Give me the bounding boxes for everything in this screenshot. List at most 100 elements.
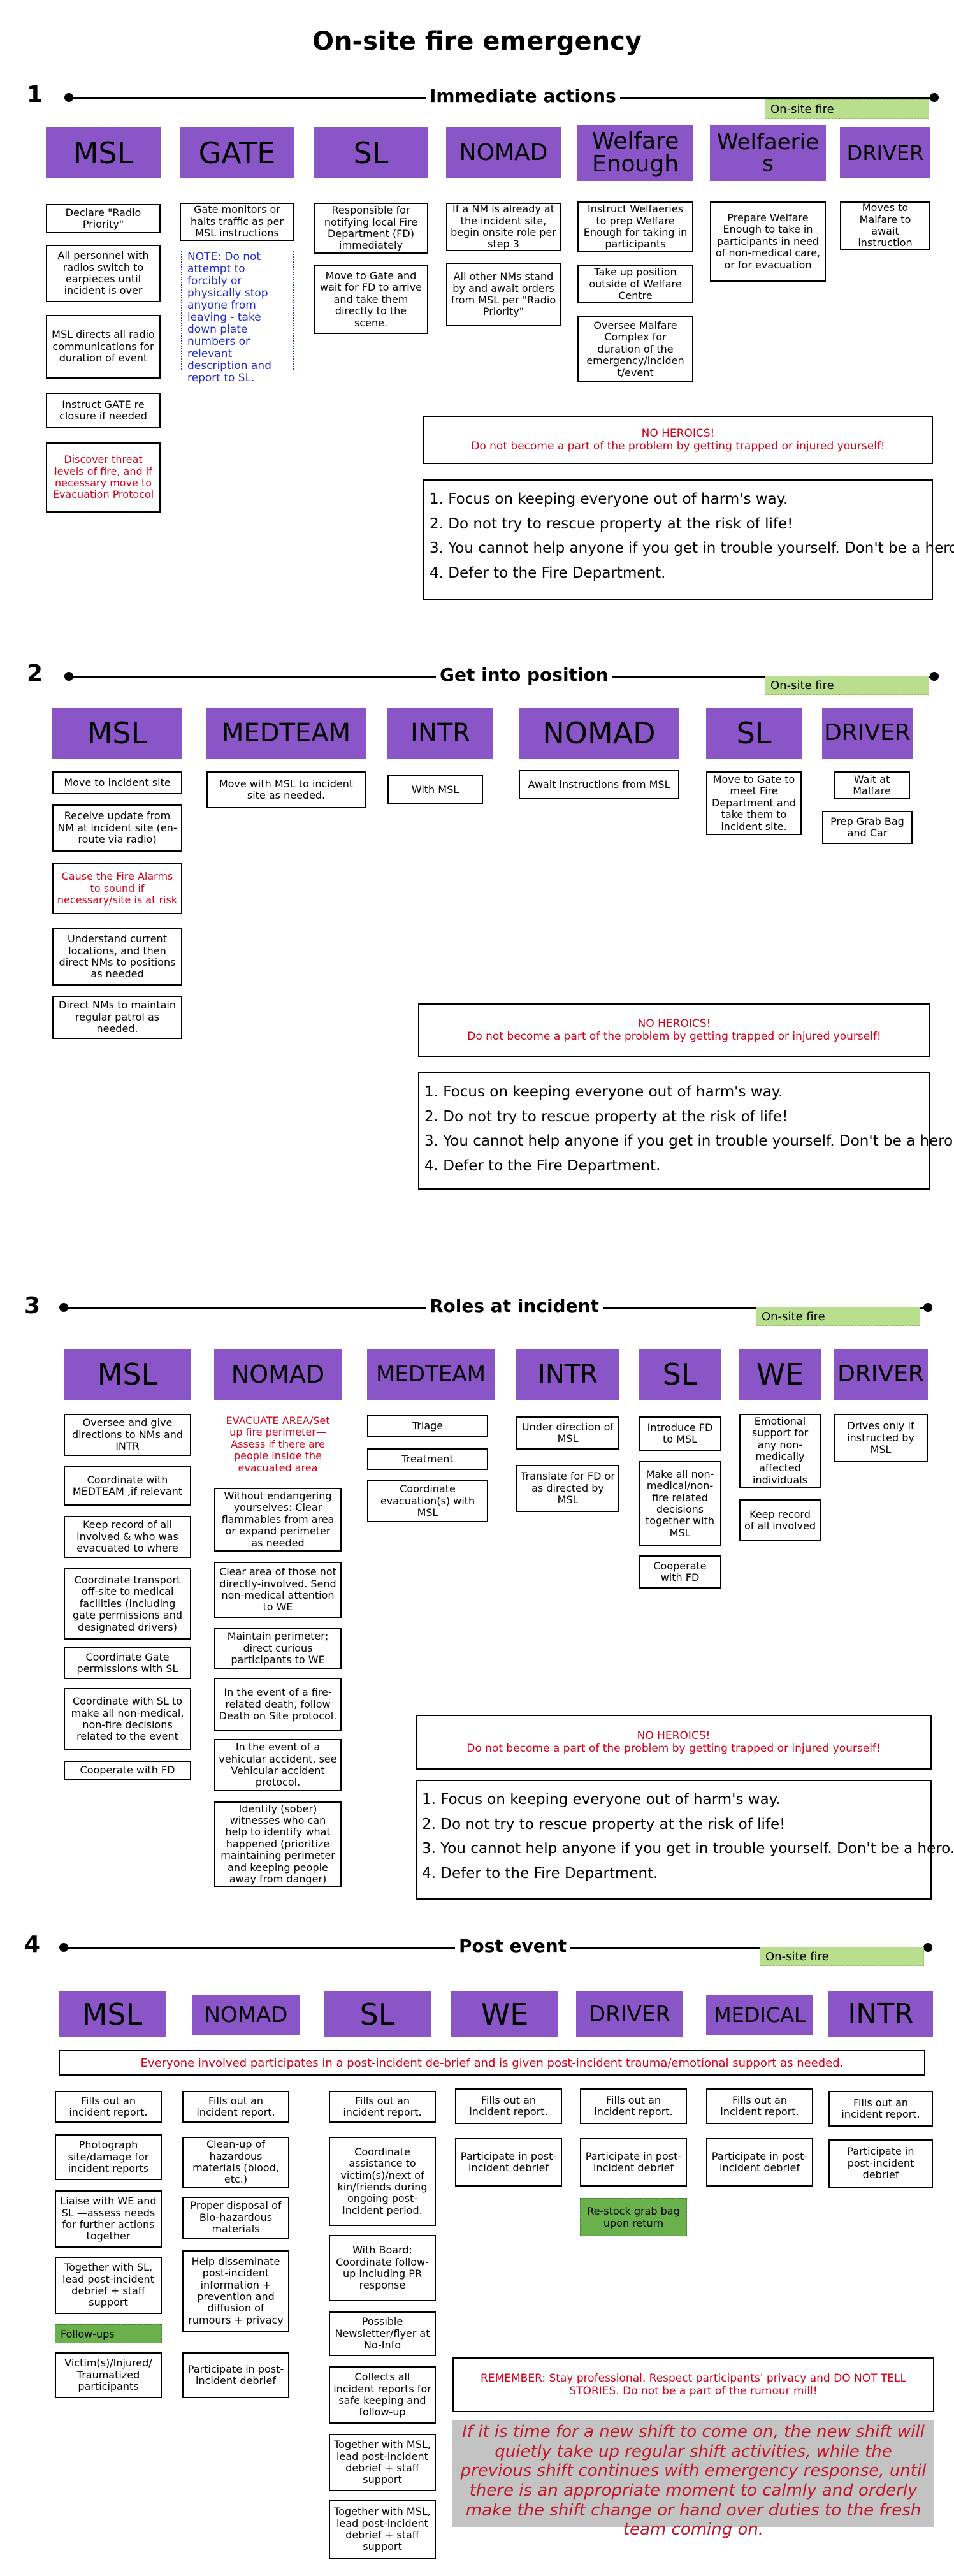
task-box: Coordinate with SL to make all non-medic… [64, 1688, 191, 1750]
role-header-driver: DRIVER [822, 708, 913, 759]
role-header-we: WE [739, 1349, 821, 1400]
task-box: Direct NMs to maintain regular patrol as… [52, 996, 182, 1039]
task-box: Liaise with WE and SL —assess needs for … [55, 2190, 162, 2248]
role-header-gate: GATE [180, 127, 294, 178]
role-header-medteam: MEDTEAM [206, 708, 366, 759]
warning-title: NO HEROICS! [637, 1017, 711, 1030]
task-box: Coordinate with MEDTEAM ,if relevant [64, 1466, 191, 1506]
rule-item: 3. You cannot help anyone if you get in … [422, 1840, 954, 1858]
role-header-msl: MSL [64, 1349, 191, 1400]
divider-start-dot [64, 672, 73, 681]
follow-ups-label: Follow-ups [55, 2324, 162, 2343]
task-box: All other NMs stand by and await orders … [446, 263, 561, 326]
task-box: MSL directs all radio communications for… [46, 315, 161, 379]
task-box: In the event of a vehicular accident, se… [214, 1739, 342, 1791]
task-box: Prep Grab Bag and Car [822, 811, 913, 844]
task-box: Possible Newsletter/flyer at No-Info [329, 2311, 436, 2356]
task-box: Oversee Malfare Complex for duration of … [577, 316, 693, 382]
task-box: Cooperate with FD [64, 1761, 191, 1780]
task-box: Move to incident site [52, 771, 182, 794]
task-box: Instruct GATE re closure if needed [46, 393, 161, 428]
task-box: All personnel with radios switch to earp… [46, 245, 161, 302]
task-box: Without endangering yourselves: Clear fl… [214, 1488, 342, 1552]
rule-item: 2. Do not try to rescue property at the … [430, 515, 793, 532]
task-box: Emotional support for any non-medically … [739, 1414, 821, 1488]
rule-item: 4. Defer to the Fire Department. [422, 1865, 658, 1882]
rule-item: 3. You cannot help anyone if you get in … [430, 540, 954, 557]
safety-rules-list: 1. Focus on keeping everyone out of harm… [416, 1780, 954, 1900]
role-header-intr: INTR [387, 708, 493, 759]
task-box: Help disseminate post-incident informati… [182, 2250, 289, 2332]
task-box: Identify (sober) witnesses who can help … [214, 1801, 342, 1887]
role-header-sl: SL [639, 1349, 721, 1400]
task-box: Move with MSL to incident site as needed… [206, 771, 366, 808]
role-header-driver: DRIVER [840, 127, 930, 178]
task-box: Declare "Radio Priority" [46, 204, 161, 233]
task-box-alert: EVACUATE AREA/Set up fire perimeter— Ass… [214, 1414, 342, 1475]
role-header-driver: DRIVER [834, 1349, 928, 1400]
rule-item: 1. Focus on keeping everyone out of harm… [424, 1084, 783, 1100]
task-box: Moves to Malfare to await instruction [840, 201, 930, 250]
debrief-banner: Everyone involved participates in a post… [59, 2050, 925, 2076]
rule-item: 4. Defer to the Fire Department. [430, 564, 666, 581]
on-site-fire-tag: On-site fire [765, 99, 929, 119]
role-header-welfaeries: Welfaerie s [710, 125, 826, 181]
rule-item: 3. You cannot help anyone if you get in … [424, 1133, 954, 1150]
task-box: Clean-up of hazardous materials (blood, … [182, 2137, 289, 2188]
task-box: Fills out an incident report. [182, 2091, 289, 2123]
rule-item: 2. Do not try to rescue property at the … [422, 1816, 786, 1833]
task-box: If a NM is already at the incident site,… [446, 203, 561, 251]
task-box-alert: Cause the Fire Alarms to sound if necess… [52, 863, 182, 914]
task-box: Keep record of all involved & who was ev… [64, 1516, 191, 1558]
task-box: With Board: Coordinate follow-up includi… [329, 2235, 436, 2301]
task-box: Participate in post-incident debrief [706, 2138, 813, 2187]
section-number: 1 [27, 82, 43, 108]
task-box: Await instructions from MSL [519, 770, 679, 799]
role-header-nomad: NOMAD [192, 1995, 300, 2035]
task-box: Receive update from NM at incident site … [52, 804, 182, 852]
on-site-fire-tag: On-site fire [765, 676, 929, 695]
divider-start-dot [59, 1303, 68, 1312]
task-box: Fills out an incident report. [706, 2088, 813, 2124]
task-box: Together with SL, lead post-incident deb… [55, 2257, 162, 2314]
role-header-intr: INTR [828, 1991, 933, 2037]
task-box: Instruct Welfaeries to prep Welfare Enou… [577, 201, 693, 252]
task-box: Coordinate evacuation(s) with MSL [367, 1480, 488, 1522]
rule-item: 1. Focus on keeping everyone out of harm… [422, 1791, 781, 1808]
no-heroics-warning: NO HEROICS! Do not become a part of the … [416, 1715, 932, 1770]
role-header-msl: MSL [59, 1991, 166, 2037]
task-box: Participate in post-incident debrief [182, 2352, 289, 2398]
divider-start-dot [64, 93, 73, 102]
task-box: Together with MSL, lead post-incident de… [329, 2500, 436, 2559]
task-box: Coordinate assistance to victim(s)/next … [329, 2137, 436, 2226]
task-box: With MSL [387, 775, 483, 804]
task-box: Under direction of MSL [516, 1416, 619, 1450]
section-number: 3 [24, 1293, 41, 1319]
task-box: In the event of a fire-related death, fo… [214, 1678, 342, 1731]
task-box: Participate in post-incident debrief [828, 2139, 933, 2188]
task-box: Triage [367, 1415, 488, 1437]
task-box: Maintain perimeter; direct curious parti… [214, 1628, 342, 1669]
role-header-nomad: NOMAD [519, 708, 679, 759]
role-header-msl: MSL [46, 127, 161, 178]
role-header-nomad: NOMAD [214, 1349, 342, 1400]
page-title: On-site fire emergency [312, 27, 642, 56]
rule-item: 1. Focus on keeping everyone out of harm… [430, 491, 788, 507]
task-box: Introduce FD to MSL [639, 1416, 721, 1451]
role-header-sl: SL [324, 1991, 431, 2037]
on-site-fire-tag: On-site fire [756, 1307, 920, 1326]
rule-item: 2. Do not try to rescue property at the … [424, 1108, 788, 1125]
role-header-medical: MEDICAL [706, 1995, 813, 2035]
role-header-driver: DRIVER [576, 1991, 683, 2037]
section-number: 2 [27, 660, 43, 687]
role-header-sl: SL [706, 708, 802, 759]
task-box: Treatment [367, 1448, 488, 1470]
task-box: Proper disposal of Bio-hazardous materia… [182, 2197, 289, 2239]
task-box: Keep record of all involved [739, 1499, 821, 1541]
task-box: Clear area of those not directly-involve… [214, 1562, 342, 1618]
task-box: Make all non-medical/non-fire related de… [639, 1461, 721, 1546]
task-box: Drives only if instructed by MSL [834, 1414, 928, 1462]
task-box: Collects all incident reports for safe k… [329, 2366, 436, 2424]
task-box: Victim(s)/Injured/ Traumatized participa… [55, 2352, 162, 2398]
divider-end-dot [923, 1303, 932, 1312]
